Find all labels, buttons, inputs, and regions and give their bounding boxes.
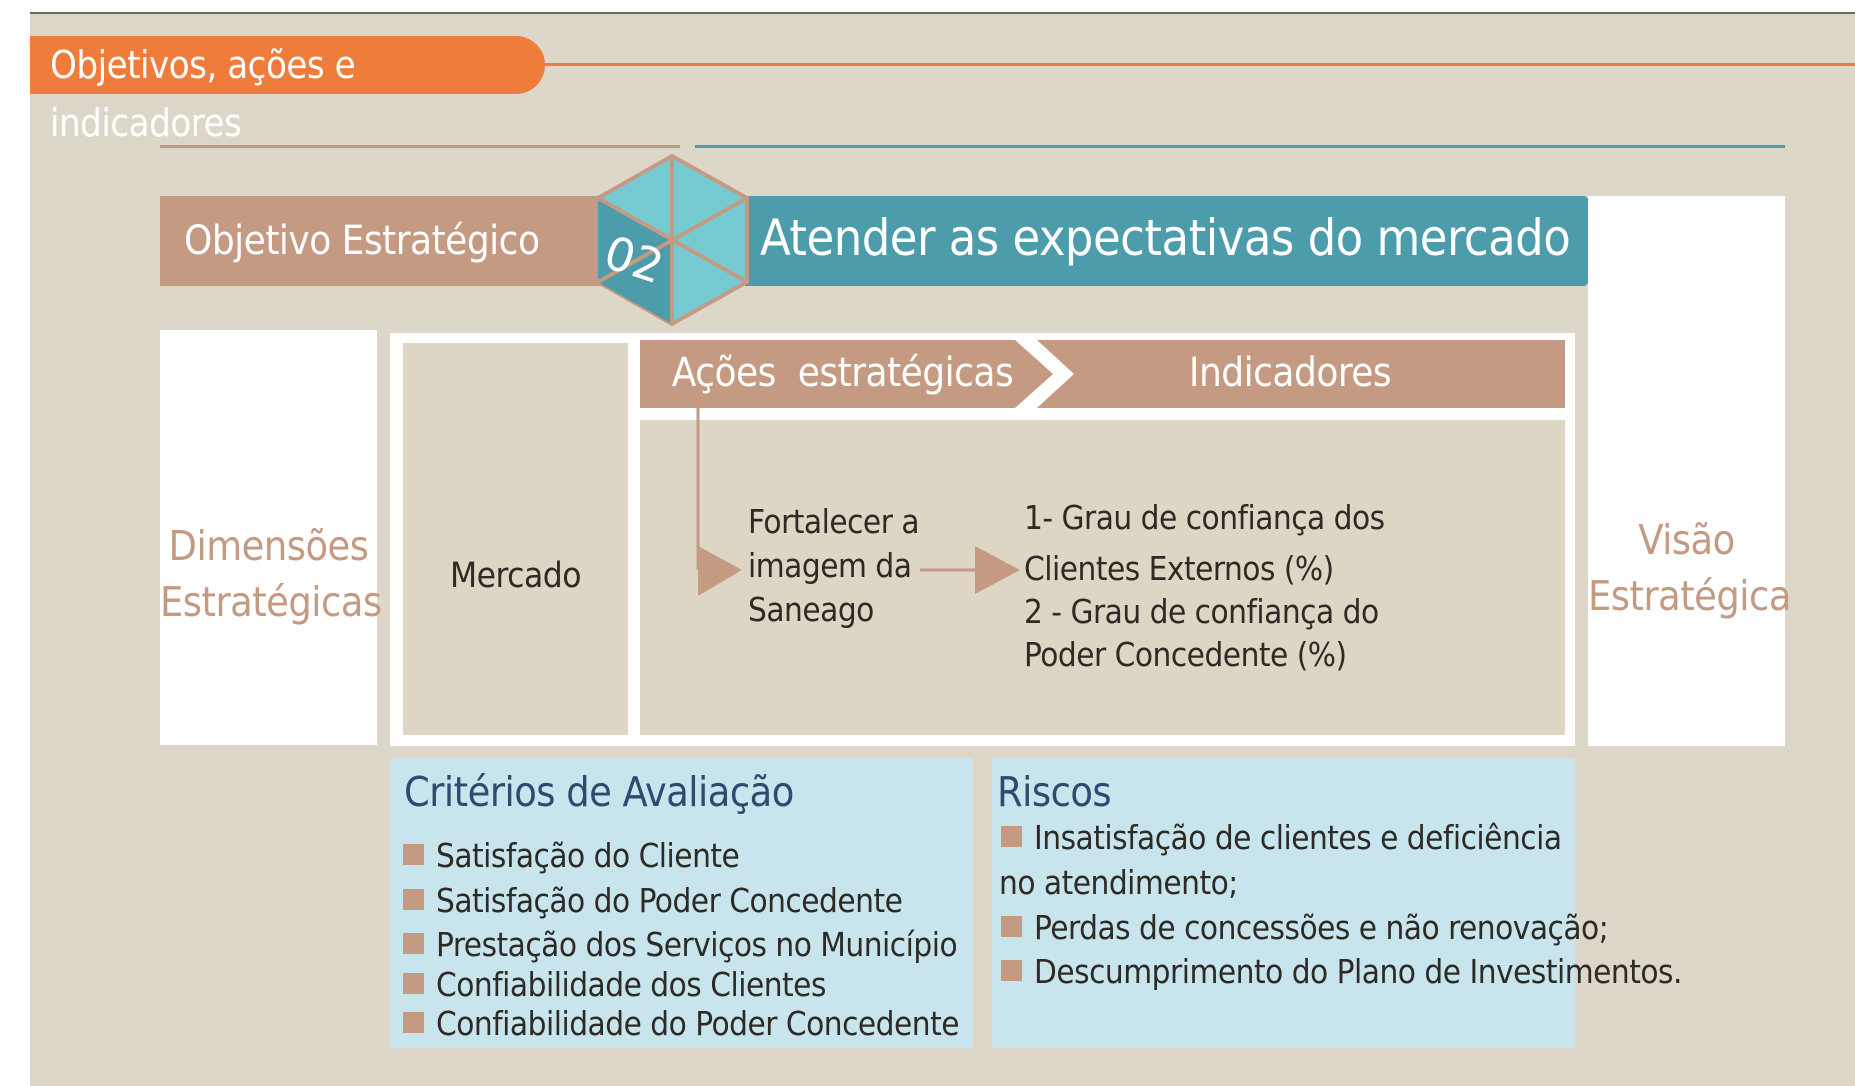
risk-item-label: Insatisfação de clientes e deficiência <box>1034 818 1562 857</box>
criteria-item: Confiabilidade do Poder Concedente <box>403 1004 960 1044</box>
dimension-label: Mercado <box>449 556 582 596</box>
indicator-1-line1: 1- Grau de confiança dos <box>1024 498 1385 537</box>
action-arrow-icon <box>698 546 742 596</box>
header-chevrons <box>640 340 1565 408</box>
indicator-2-line2: Poder Concedente (%) <box>1024 635 1347 674</box>
vision-panel <box>1588 196 1785 746</box>
bullet-square-icon <box>403 933 424 954</box>
objective-label: Objetivo Estratégico <box>160 196 615 286</box>
dimensions-label-line1: Dimensões <box>168 522 369 570</box>
dimensions-label: Dimensões Estratégicas <box>160 518 382 630</box>
bullet-square-icon <box>403 889 424 910</box>
dimensions-label-line2: Estratégicas <box>160 578 382 626</box>
strategic-action-line1: Fortalecer a <box>748 502 920 541</box>
strategic-action: Fortalecer a imagem da Saneago <box>748 500 928 632</box>
indicator-1-line2: Clientes Externos (%) <box>1024 549 1334 588</box>
bullet-square-icon <box>1001 960 1022 981</box>
flow-arrows <box>696 406 1020 596</box>
left-margin <box>0 12 30 1086</box>
risk-item-label: Descumprimento do Plano de Investimentos… <box>1034 952 1682 991</box>
risks-title: Riscos <box>997 768 1112 816</box>
risk-item: Descumprimento do Plano de Investimentos… <box>1001 952 1682 992</box>
indicators-header: Indicadores <box>1188 350 1392 396</box>
risk-item: Perdas de concessões e não renovação; <box>1001 908 1609 948</box>
actions-header: Ações estratégicas <box>671 350 1014 396</box>
section-rule <box>545 63 1855 66</box>
action-indicator-box <box>640 420 1565 735</box>
indicator-list: 1- Grau de confiança dos Clientes Extern… <box>1024 496 1544 676</box>
criteria-item-label: Confiabilidade dos Clientes <box>436 965 826 1004</box>
risks-box <box>992 758 1575 1048</box>
dimensions-panel <box>160 330 377 745</box>
bullet-square-icon <box>403 973 424 994</box>
vision-label-line2: Estratégica <box>1588 572 1791 620</box>
criteria-item: Satisfação do Cliente <box>403 836 740 876</box>
risk-item: Insatisfação de clientes e deficiência <box>1001 818 1562 858</box>
criteria-item: Confiabilidade dos Clientes <box>403 965 826 1005</box>
bullet-square-icon <box>403 1012 424 1033</box>
bullet-square-icon <box>403 844 424 865</box>
criteria-item: Satisfação do Poder Concedente <box>403 881 903 921</box>
dimension-box <box>403 343 628 735</box>
cube-emblem: 02 <box>596 153 749 327</box>
indicator-arrow-icon <box>975 546 1020 594</box>
bullet-square-icon <box>1001 916 1022 937</box>
strategic-action-line2: imagem da <box>748 546 912 585</box>
bullet-square-icon <box>1001 826 1022 847</box>
risk-item-label: Perdas de concessões e não renovação; <box>1034 908 1609 947</box>
top-border <box>30 12 1855 14</box>
goal-title: Atender as expectativas do mercado <box>760 209 1571 267</box>
indicators-header-shape <box>1037 340 1565 408</box>
section-title: Objetivos, ações e indicadores <box>30 36 545 145</box>
criteria-box <box>390 758 973 1048</box>
actions-header-shape <box>640 340 1053 408</box>
criteria-item-label: Satisfação do Poder Concedente <box>436 881 903 920</box>
vision-label-line1: Visão <box>1638 516 1735 564</box>
divider-tan <box>160 145 680 148</box>
risk-item-continuation: no atendimento; <box>999 863 1238 902</box>
criteria-item: Prestação dos Serviços no Município <box>403 925 958 965</box>
criteria-item-label: Prestação dos Serviços no Município <box>436 925 958 964</box>
indicator-2-line1: 2 - Grau de confiança do <box>1024 592 1379 631</box>
criteria-item-label: Confiabilidade do Poder Concedente <box>436 1004 960 1043</box>
strategic-action-line3: Saneago <box>748 590 874 629</box>
divider-teal <box>695 145 1785 148</box>
criteria-item-label: Satisfação do Cliente <box>436 836 740 875</box>
criteria-title: Critérios de Avaliação <box>404 768 794 816</box>
vision-label: Visão Estratégica <box>1588 512 1791 624</box>
